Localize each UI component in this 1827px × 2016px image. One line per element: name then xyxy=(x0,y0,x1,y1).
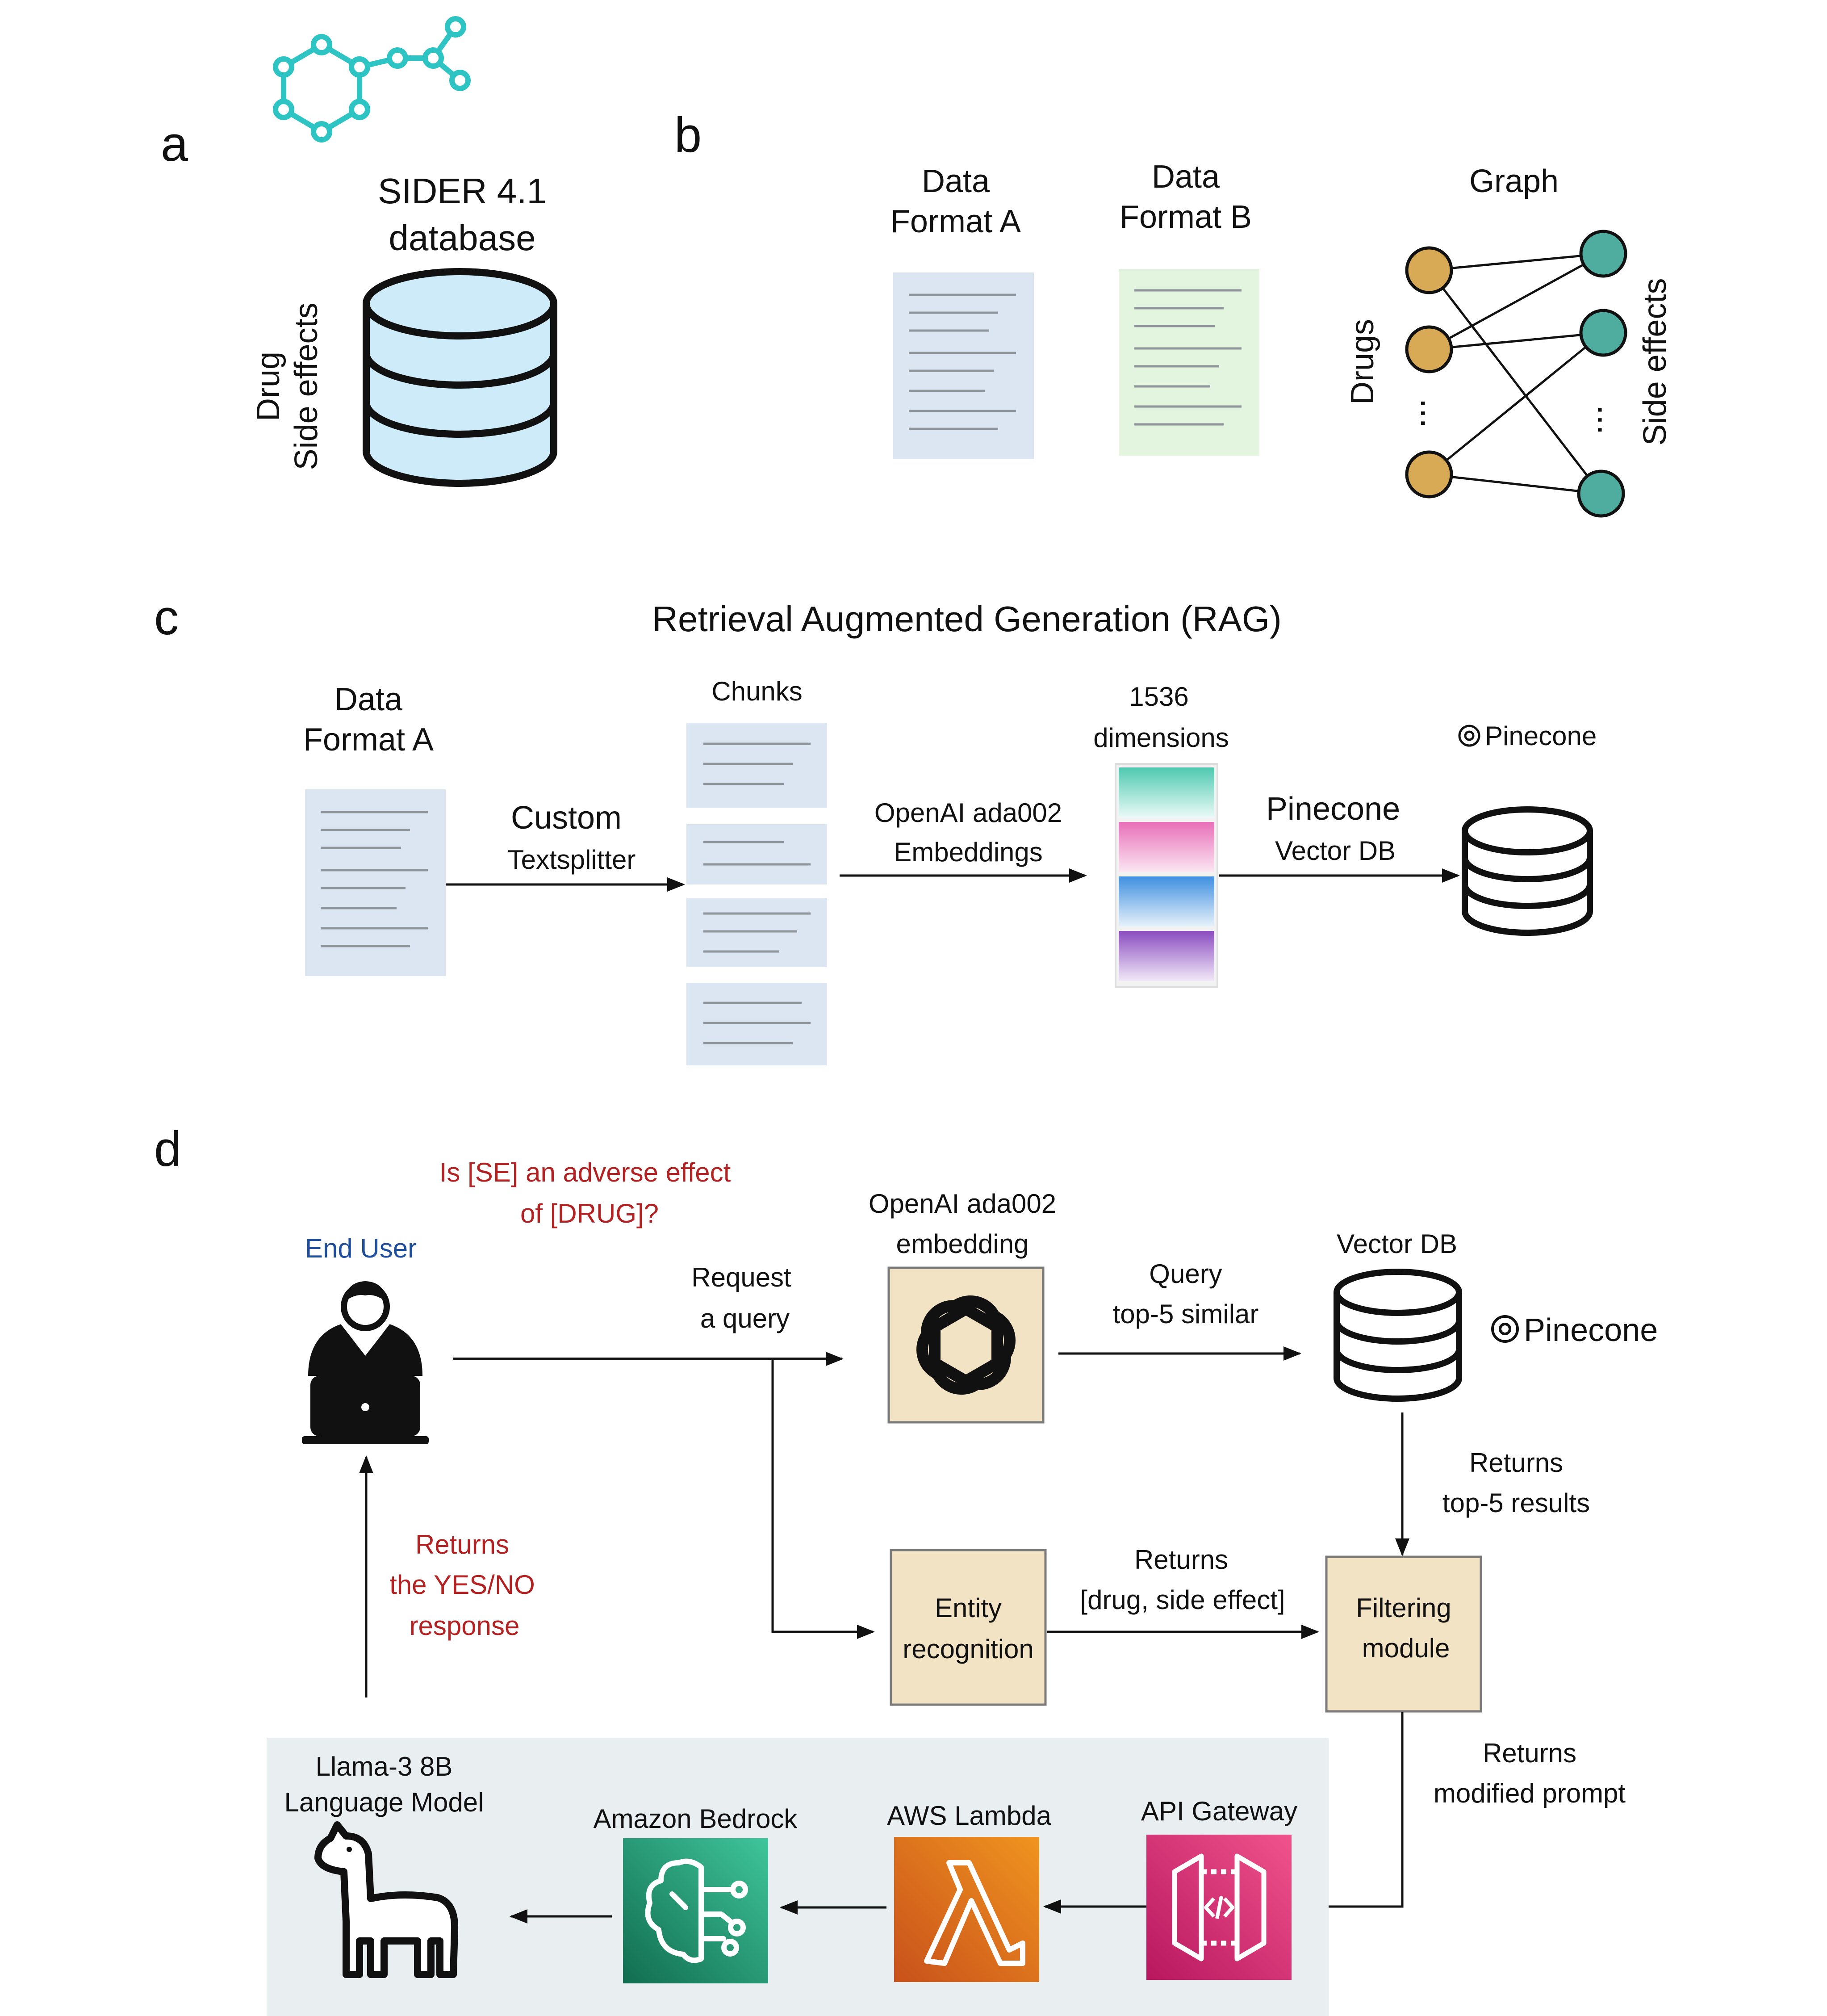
pinecone-logo: Pinecone xyxy=(1491,1312,1658,1348)
rag-source-label-line2: Format A xyxy=(303,722,434,758)
returns-top5-line2: top-5 results xyxy=(1442,1488,1590,1518)
entity-recognition-line2: recognition xyxy=(903,1634,1034,1664)
llama-label-line2: Language Model xyxy=(284,1787,484,1817)
format-b-label-line2: Format B xyxy=(1120,199,1252,235)
side-effects-graph-label: Side effects xyxy=(1637,278,1673,446)
returns-pair-line1: Returns xyxy=(1134,1545,1228,1575)
drug-ellipsis: ... xyxy=(1413,398,1453,428)
end-user-label: End User xyxy=(305,1233,417,1263)
side-effect-node xyxy=(1579,309,1627,357)
panel-d-letter: d xyxy=(154,1122,181,1177)
format-b-document xyxy=(1119,269,1259,456)
database-icon xyxy=(1334,1269,1462,1402)
request-label-line1: Request xyxy=(691,1262,791,1292)
llama-icon xyxy=(314,1821,459,1978)
drug-node xyxy=(1405,246,1453,294)
query-label-line2: top-5 similar xyxy=(1113,1299,1259,1329)
chunk xyxy=(686,898,827,967)
chunks-label: Chunks xyxy=(711,676,802,706)
returns-yesno-line3: response xyxy=(410,1611,520,1641)
rag-source-label-line1: Data xyxy=(334,682,403,717)
gateway-label: API Gateway xyxy=(1141,1796,1297,1826)
bedrock-brain-icon xyxy=(623,1838,768,1983)
molecule-icon xyxy=(273,16,471,143)
user-question-line1: Is [SE] an adverse effect xyxy=(439,1157,731,1187)
returns-yesno-line1: Returns xyxy=(415,1530,509,1559)
user-question-line2: of [DRUG]? xyxy=(520,1199,659,1228)
pinecone-brand-text: Pinecone xyxy=(1524,1312,1658,1348)
chunk xyxy=(686,983,827,1065)
query-label-line1: Query xyxy=(1149,1259,1222,1289)
vector-db-label-line2: Vector DB xyxy=(1275,836,1396,866)
returns-pair-line2: [drug, side effect] xyxy=(1080,1585,1285,1615)
chunk xyxy=(686,824,827,884)
lambda-label: AWS Lambda xyxy=(887,1801,1052,1831)
rag-source-document xyxy=(305,789,446,976)
format-b-label-line1: Data xyxy=(1152,159,1220,195)
format-a-document xyxy=(893,272,1034,459)
drugs-axis-label: Drugs xyxy=(1345,319,1380,405)
pinecone-icon xyxy=(1491,1315,1519,1343)
entity-branch-arrow xyxy=(771,1359,875,1639)
panel-c-letter: c xyxy=(154,590,179,645)
returns-prompt-line2: modified prompt xyxy=(1434,1778,1626,1808)
request-label-line2: a query xyxy=(700,1303,790,1333)
entity-recognition-line1: Entity xyxy=(935,1593,1002,1623)
pinecone-icon xyxy=(1458,725,1480,747)
chunk xyxy=(686,723,827,808)
sider-title-line1: SIDER 4.1 xyxy=(378,171,547,211)
openai-embedding-box xyxy=(887,1266,1045,1424)
database-icon xyxy=(1462,806,1593,936)
embedding-vector xyxy=(1115,763,1218,988)
splitter-label-line1: Custom xyxy=(511,800,622,836)
panel-a: a SIDER 4.1 database Drug Side effects xyxy=(161,16,557,487)
openai-icon xyxy=(916,1295,1016,1395)
filtering-module-line2: module xyxy=(1362,1633,1450,1663)
dimensions-label-line2: dimensions xyxy=(1093,723,1229,753)
panel-d: d Is [SE] an adverse effect of [DRUG]? E… xyxy=(154,1122,1658,2016)
dimensions-label-line1: 1536 xyxy=(1129,682,1188,712)
panel-b-letter: b xyxy=(674,108,702,163)
openai-label-line2: embedding xyxy=(896,1229,1029,1259)
prompt-arrow xyxy=(1296,1712,1404,1914)
pinecone-brand-text: Pinecone xyxy=(1485,721,1597,751)
chunk-list xyxy=(686,723,827,1065)
vector-db-label-line1: Pinecone xyxy=(1266,791,1400,827)
side-effects-axis-label: Side effects xyxy=(288,303,324,470)
rag-title: Retrieval Augmented Generation (RAG) xyxy=(652,599,1282,639)
bedrock-label: Amazon Bedrock xyxy=(594,1804,798,1834)
panel-c: c Retrieval Augmented Generation (RAG) D… xyxy=(154,590,1597,1065)
database-icon xyxy=(363,268,557,487)
panel-b: b Data Format A Data Format B Graph xyxy=(674,108,1673,518)
doctor-laptop-icon xyxy=(302,1281,429,1444)
returns-prompt-line1: Returns xyxy=(1483,1738,1576,1768)
side-effect-node xyxy=(1577,469,1625,518)
llama-label-line1: Llama-3 8B xyxy=(316,1752,453,1781)
format-a-label-line2: Format A xyxy=(891,204,1021,239)
returns-yesno-line2: the YES/NO xyxy=(389,1570,535,1600)
vector-db-title: Vector DB xyxy=(1337,1229,1457,1259)
embeddings-label-line2: Embeddings xyxy=(894,837,1043,867)
lambda-icon xyxy=(894,1837,1039,1982)
format-a-label-line1: Data xyxy=(922,163,990,199)
side-effect-ellipsis: ... xyxy=(1590,405,1630,435)
splitter-label-line2: Textsplitter xyxy=(508,845,636,875)
drug-node xyxy=(1405,325,1453,373)
filtering-module-box: Filtering module xyxy=(1325,1555,1482,1713)
graph-title: Graph xyxy=(1469,163,1559,199)
entity-recognition-box: Entity recognition xyxy=(890,1549,1047,1706)
filtering-module-line1: Filtering xyxy=(1356,1593,1451,1623)
panel-a-letter: a xyxy=(161,117,188,172)
side-effect-node xyxy=(1579,230,1627,278)
pinecone-logo: Pinecone xyxy=(1458,721,1597,751)
returns-top5-line1: Returns xyxy=(1469,1448,1563,1478)
sider-title-line2: database xyxy=(389,218,535,258)
bipartite-graph: ... ... xyxy=(1405,230,1630,518)
drug-axis-label: Drug xyxy=(251,352,286,421)
api-gateway-icon xyxy=(1146,1835,1292,1980)
openai-label-line1: OpenAI ada002 xyxy=(869,1189,1056,1219)
embeddings-label-line1: OpenAI ada002 xyxy=(874,798,1062,828)
drug-node xyxy=(1405,450,1453,499)
